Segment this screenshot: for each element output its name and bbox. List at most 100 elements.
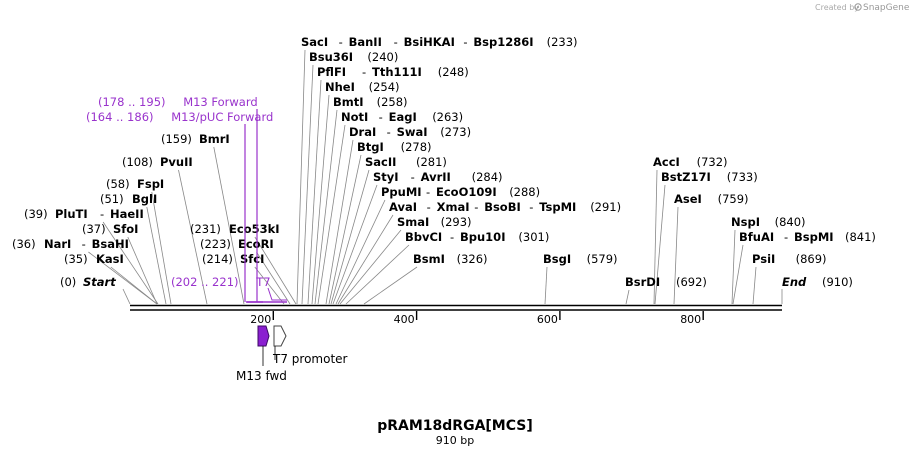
start-position: (0) — [60, 275, 76, 289]
snapgene-brand-text: SnapGene — [863, 3, 910, 13]
site-bsrdi[interactable]: BsrDI(692) — [625, 275, 707, 289]
name-separator: - — [411, 170, 415, 184]
site-bstz17i[interactable]: BstZ17I (733) — [661, 170, 758, 184]
site-bfuai[interactable]: BfuAI-BspMI(841) — [739, 230, 876, 244]
connector-nhei — [311, 94, 330, 305]
site-name: BsaHI — [92, 237, 129, 251]
site-position: (254) — [369, 80, 400, 94]
snapgene-logo-icon — [854, 3, 862, 11]
primer-m13-forward[interactable]: (178 .. 195)M13 Forward — [98, 95, 267, 303]
site-eco53ki[interactable]: (231)Eco53kI — [190, 222, 280, 236]
site-name: PflFI — [317, 65, 346, 79]
site-nhei[interactable]: NheI(254) — [325, 80, 400, 94]
site-position: (869) — [796, 252, 827, 266]
primer-name: M13/pUC Forward — [171, 110, 273, 124]
site-name: BsrDI — [625, 275, 660, 289]
site-ecori[interactable]: (223)EcoRI — [200, 237, 274, 251]
site-bgli[interactable]: (51)BglI — [100, 192, 157, 206]
site-smai[interactable]: SmaI(293) — [397, 215, 472, 229]
primer-range: (202 .. 221) — [171, 275, 239, 289]
site-pluti[interactable]: (39)PluTI-HaeII — [24, 207, 144, 221]
site-name: BsgI — [543, 252, 571, 266]
site-acci[interactable]: AccI(732) — [653, 155, 728, 169]
connector-acci — [653, 169, 658, 305]
site-ppumi[interactable]: PpuMI-EcoO109I(288) — [381, 185, 540, 199]
site-position: (326) — [457, 252, 488, 266]
site-sacii[interactable]: SacII(281) — [365, 155, 447, 169]
site-position: (841) — [845, 230, 876, 244]
connector-pluti — [102, 221, 159, 305]
connector-bsmi — [363, 266, 418, 305]
site-asei[interactable]: AseI(759) — [674, 192, 749, 206]
connector-bmri — [213, 146, 245, 305]
site-saci[interactable]: SacI-BanII-BsiHKAI-Bsp1286I(233) — [301, 35, 578, 49]
connector-bstz17i — [654, 184, 666, 305]
site-name: EagI — [389, 110, 417, 124]
connector-sfci — [254, 266, 285, 305]
site-bmri[interactable]: (159)BmrI — [161, 132, 230, 146]
name-separator: - — [387, 125, 391, 139]
site-position: (263) — [432, 110, 463, 124]
site-avai[interactable]: AvaI-XmaI-BsoBI-TspMI(291) — [389, 200, 621, 214]
site-styi[interactable]: StyI-AvrII(284) — [373, 170, 503, 184]
site-name: FspI — [137, 177, 164, 191]
primers: (178 .. 195)M13 Forward(164 .. 186)M13/p… — [86, 95, 287, 303]
name-separator: - — [426, 185, 430, 199]
connector-bsgi — [544, 266, 548, 305]
name-separator: - — [463, 35, 467, 49]
site-position: (278) — [401, 140, 432, 154]
site-sfoi[interactable]: (37) SfoI — [82, 222, 138, 236]
site-btgi[interactable]: BtgI(278) — [357, 140, 432, 154]
site-position: (733) — [727, 170, 758, 184]
site-psii[interactable]: PsiI(869) — [752, 252, 827, 266]
site-name: BstZ17I — [661, 170, 711, 184]
site-name: XmaI — [437, 200, 470, 214]
site-bsmi[interactable]: BsmI(326) — [413, 252, 488, 266]
primer-m13-puc-forward[interactable]: (164 .. 186)M13/pUC Forward — [86, 110, 273, 303]
sequence-name: pRAM18dRGA[MCS] — [377, 418, 533, 434]
site-fspi[interactable]: (58)FspI — [106, 177, 164, 191]
end-marker: End(910) — [781, 275, 853, 304]
site-nspi[interactable]: NspI(840) — [731, 215, 806, 229]
site-connectors — [88, 49, 757, 305]
tick-label-400: 400 — [394, 313, 415, 326]
feature-t7-promoter[interactable]: T7 promoter — [272, 325, 348, 366]
site-pvuii[interactable]: (108)PvuII — [122, 155, 193, 169]
site-name: Bpu10I — [460, 230, 505, 244]
site-name: PluTI — [55, 207, 88, 221]
tick-label-800: 800 — [680, 313, 701, 326]
site-name: Eco53kI — [229, 222, 280, 236]
site-name: AvrII — [421, 170, 451, 184]
site-kasi[interactable]: (35)KasI — [64, 252, 124, 266]
primer-t7[interactable]: (202 .. 221) T7 — [171, 275, 287, 303]
connector-asei — [673, 206, 679, 305]
site-position: (223) — [200, 237, 231, 251]
site-position: (159) — [161, 132, 192, 146]
site-position: (36) — [12, 237, 36, 251]
site-position: (35) — [64, 252, 88, 266]
site-position: (214) — [202, 252, 233, 266]
site-name: SfoI — [113, 222, 138, 236]
feature-label-m13-fwd: M13 fwd — [236, 369, 287, 383]
site-noti[interactable]: NotI-EagI(263) — [341, 110, 463, 124]
site-bsu36i[interactable]: Bsu36I(240) — [309, 50, 398, 64]
site-sfci[interactable]: (214)SfcI — [202, 252, 264, 266]
site-pflfi[interactable]: PflFI-Tth111I(248) — [317, 65, 469, 79]
site-position: (37) — [82, 222, 106, 236]
tick-label-600: 600 — [537, 313, 558, 326]
site-bmti[interactable]: BmtI(258) — [333, 95, 408, 109]
feature-m13-fwd[interactable]: M13 fwd — [236, 325, 287, 383]
name-separator: - — [362, 65, 366, 79]
site-drai[interactable]: DraI-SwaI(273) — [349, 125, 471, 139]
connector-saci — [296, 49, 306, 305]
connector-eco53ki — [254, 236, 297, 305]
site-name: StyI — [373, 170, 399, 184]
site-nari[interactable]: (36)NarI-BsaHI — [12, 237, 129, 251]
site-position: (258) — [377, 95, 408, 109]
site-bsgi[interactable]: BsgI(579) — [543, 252, 618, 266]
site-name: PvuII — [160, 155, 193, 169]
primer-name: T7 — [255, 275, 270, 289]
site-bbvci[interactable]: BbvCI-Bpu10I(301) — [405, 230, 549, 244]
connector-drai — [325, 139, 354, 305]
connector-bgli — [146, 206, 167, 305]
